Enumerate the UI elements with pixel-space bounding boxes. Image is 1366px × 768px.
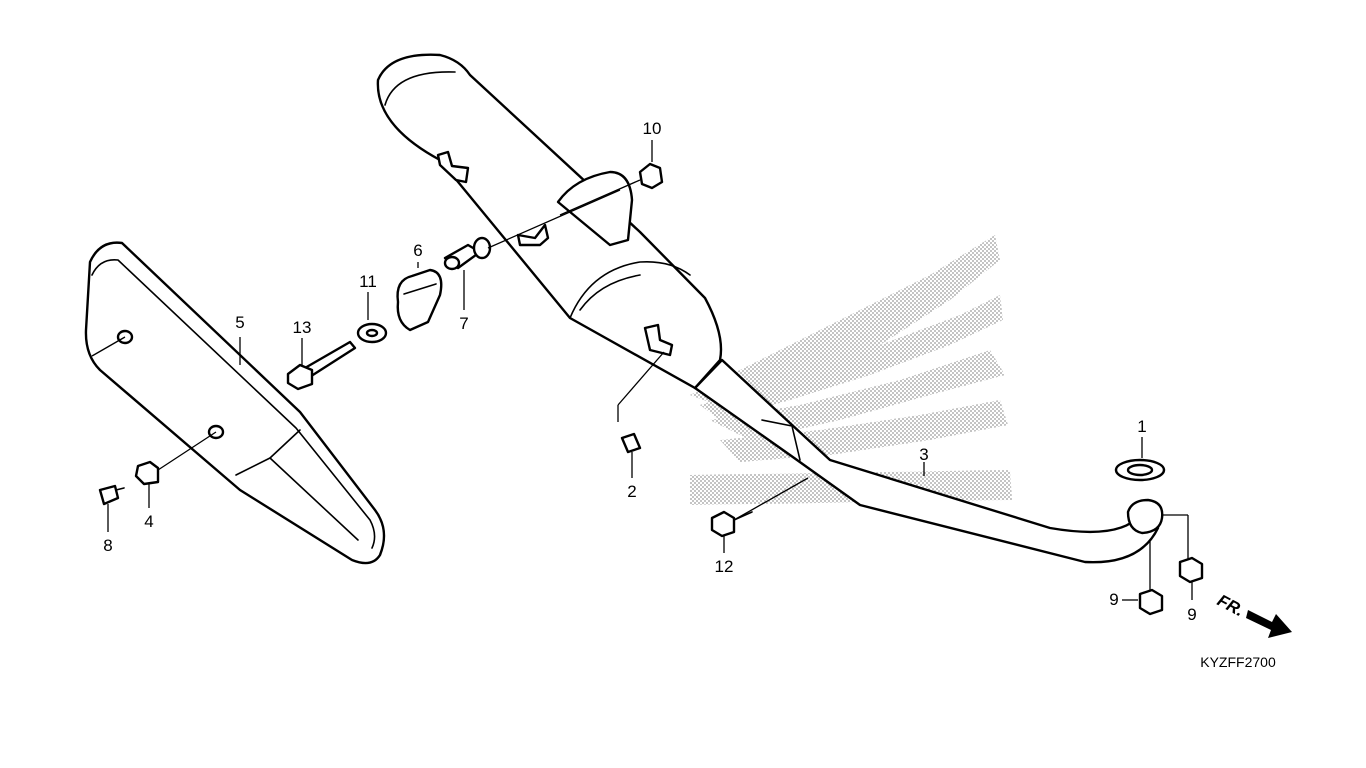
callout-5: 5 [235, 313, 244, 332]
bolt-13 [286, 340, 357, 391]
callout-1: 1 [1137, 417, 1146, 436]
callout-4: 4 [144, 512, 153, 531]
clip-2 [620, 432, 642, 454]
front-direction-label: FR. [1214, 591, 1247, 621]
nut-9-left [1138, 588, 1164, 616]
callout-6: 6 [413, 241, 422, 260]
callout-2: 2 [627, 482, 636, 501]
collar-7 [443, 236, 492, 271]
callout-7: 7 [459, 314, 468, 333]
diagram-code: KYZFF2700 [1200, 654, 1276, 670]
front-arrow-icon [1246, 610, 1292, 638]
leader-lines [91, 140, 1193, 601]
callout-11: 11 [359, 272, 377, 291]
callout-3: 3 [919, 445, 928, 464]
nut-10 [638, 162, 664, 190]
bolt-12 [710, 510, 753, 538]
front-direction-indicator: FR. [1214, 591, 1292, 638]
callout-9-right: 9 [1187, 605, 1196, 624]
callout-13: 13 [293, 318, 312, 337]
wing-logo-watermark [690, 235, 1012, 505]
callout-12: 12 [715, 557, 734, 576]
screw-8 [98, 484, 125, 506]
callout-numbers: 1 2 3 4 5 6 7 8 9 9 10 11 12 13 [103, 119, 1196, 624]
callout-8: 8 [103, 536, 112, 555]
gasket [1114, 458, 1166, 482]
callout-10: 10 [643, 119, 662, 138]
grommet-4 [134, 460, 160, 486]
exhaust-pipe [693, 358, 1164, 564]
washer-11 [356, 322, 388, 344]
heat-shield [84, 241, 386, 565]
rubber-6 [396, 268, 443, 332]
nut-9-right [1178, 556, 1204, 584]
callout-9-left: 9 [1109, 590, 1118, 609]
